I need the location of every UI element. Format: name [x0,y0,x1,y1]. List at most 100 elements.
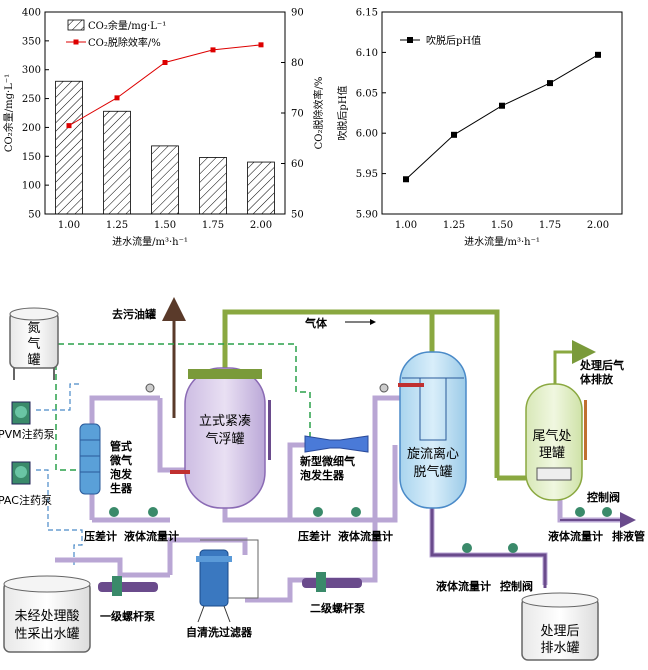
bar-co2-residual [103,110,131,215]
y2-tick-label: 80 [291,58,304,69]
outlet-pipe [430,505,547,588]
label-control-valve-2: 控制阀 [587,490,620,504]
point-ph [403,176,409,183]
gas-pipe-main [222,309,500,478]
label-dp-gauge-2: 压差计 [298,529,331,543]
label-dp-gauge-1: 压差计 [84,529,117,543]
label-flow-meter-4: 液体流量计 [548,529,603,543]
label-pac-pump: PAC注药泵 [0,493,52,507]
line-ph [405,54,599,180]
label-treated-2: 排水罐 [540,641,579,656]
label-pump-2: 二级螺杆泵 [310,601,365,615]
pump-1-icon [98,576,158,596]
y-tick-label: 6.00 [356,129,378,140]
point-ph [595,51,601,58]
pump-2-icon [302,572,362,592]
legend-ph-marker [407,37,413,43]
bar-co2-residual [199,157,227,215]
label-oil-tank: 去污油罐 [112,307,156,321]
point-ph [547,80,553,87]
nitrogen-tank: 氮 气 罐 [9,307,59,380]
x-tick-label: 1.50 [491,220,513,231]
label-cyclone-1: 旋流离心 [407,446,459,462]
label-gas: 气体 [304,316,328,330]
gauge-icons [109,383,612,553]
y-tick-label: 150 [22,152,41,163]
label-nitrogen-3: 罐 [27,353,40,368]
label-flow-meter-3: 液体流量计 [436,579,491,593]
label-new-bubble-2: 泡发生器 [300,468,345,482]
point-ph [451,131,457,138]
tail-gas-tank [525,383,587,501]
y2-tick-label: 60 [291,159,304,170]
point-removal-efficiency [162,60,168,65]
y-tick-label: 6.10 [356,48,378,59]
chart2-frame [381,11,623,215]
legend-ph-label: 吹脱后pH值 [426,34,481,47]
label-filter: 自清洗过滤器 [186,625,253,639]
y-tick-label: 350 [22,36,41,47]
bar-co2-residual [151,145,179,215]
label-control-valve-1: 控制阀 [500,579,533,593]
legend-line-marker [73,39,79,45]
legend-line-label: CO₂脱除效率/% [88,36,161,49]
legend-bar-swatch [67,19,85,31]
pvm-pump-icon [11,401,31,425]
y-tick-label: 50 [28,210,41,221]
x-tick-label: 1.75 [202,220,224,231]
x-tick-label: 1.25 [443,220,465,231]
y2-tick-label: 90 [291,8,304,19]
y2-tick-label: 50 [291,210,304,221]
point-ph [499,102,505,109]
point-removal-efficiency [210,47,216,53]
gas-arrow-head [370,319,376,325]
x-tick-label: 1.00 [58,220,80,231]
label-nitrogen-2: 气 [27,336,40,352]
tube-bubble-generator [79,423,101,495]
point-removal-efficiency [258,42,264,48]
label-raw-water-2: 性采出水罐 [14,627,79,642]
label-treated-1: 处理后 [540,624,579,639]
pac-dosing-line [36,469,83,565]
label-tube-bubble-4: 生器 [110,481,133,495]
x-tick-label: 1.00 [395,220,417,231]
x-tick-label: 2.00 [250,220,272,231]
flotation-tank [170,367,271,509]
label-treated-gas-1: 处理后气 [579,358,624,372]
y2-tick-label: 70 [291,109,304,120]
label-tube-bubble-1: 管式 [110,439,132,453]
point-removal-efficiency [66,123,72,129]
x-tick-label: 2.00 [587,220,609,231]
chart1-y2label: CO₂脱除效率/% [312,77,325,150]
filter-bypass [200,539,259,599]
treated-gas-pipe [553,340,596,392]
label-cyclone-2: 脱气罐 [413,464,452,480]
pac-pump-icon [11,461,31,485]
x-tick-label: 1.25 [106,220,128,231]
label-flow-meter-2: 液体流量计 [338,529,393,543]
line-removal-efficiency [68,44,262,127]
label-tube-bubble-3: 泡发 [110,467,133,481]
treated-water-tank [521,592,599,661]
chart2-xlabel: 进水流量/m³·h⁻¹ [464,235,540,248]
pvm-dosing-line [36,383,82,411]
label-pvm-pump: PVM注药泵 [0,427,55,441]
raw-water-tank [3,575,91,653]
y-tick-label: 400 [22,8,41,19]
label-drain: 排液管 [612,529,645,543]
label-flotation-2: 气浮罐 [205,431,244,447]
label-pump-1: 一级螺杆泵 [100,609,155,623]
x-tick-label: 1.75 [539,220,561,231]
chart1-ylabel: CO₂余量/mg·L⁻¹ [2,74,15,152]
label-flow-meter-1: 液体流量计 [124,529,179,543]
chart2-ylabel: 吹脱后pH值 [336,85,349,140]
y-tick-label: 6.05 [356,88,378,99]
x-tick-label: 1.50 [154,220,176,231]
y-tick-label: 100 [22,181,41,192]
label-flotation-1: 立式紧凑 [199,414,251,429]
label-tube-bubble-2: 微气 [109,453,132,467]
label-tail-2: 理罐 [539,446,565,461]
y-tick-label: 5.95 [356,169,378,180]
